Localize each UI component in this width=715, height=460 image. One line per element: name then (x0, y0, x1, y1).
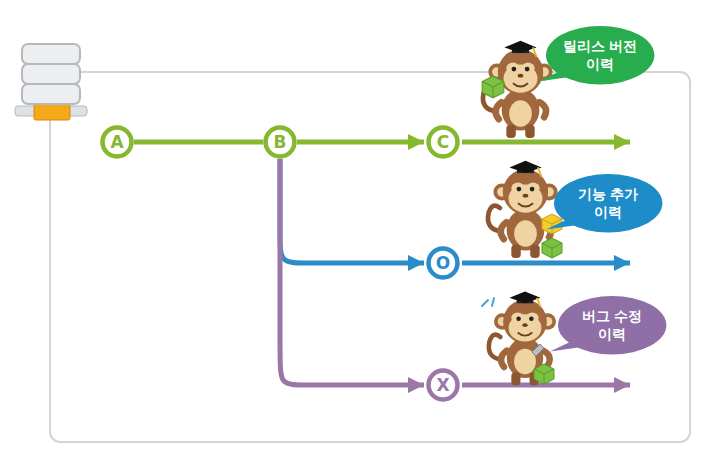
branch-connector (280, 159, 424, 385)
repository-frame (50, 72, 690, 442)
feature-monkey (488, 161, 562, 258)
commit-label: A (110, 134, 123, 151)
commit-label: B (274, 134, 287, 151)
speech-bubble: 릴리스 버전 이력 (546, 26, 654, 84)
bubble-outline (546, 26, 654, 84)
feature-branch-tail (462, 261, 630, 266)
commit-circle: O (426, 246, 460, 280)
commit-circle: C (426, 125, 460, 159)
bugfix-monkey (482, 291, 556, 385)
commit-label: X (436, 377, 449, 394)
bubble-text: 릴리스 버전 이력 (561, 37, 639, 73)
bubble-outline (558, 296, 666, 354)
branch-connector (297, 140, 424, 145)
bubble-text: 버그 수정 이력 (573, 307, 651, 343)
commit-circle: A (100, 125, 134, 159)
branch-connector (280, 159, 424, 263)
bubble-text: 기능 추가 이력 (569, 185, 647, 221)
release-monkey (482, 41, 552, 138)
speech-bubble: 기능 추가 이력 (554, 174, 662, 232)
commit-label: C (437, 134, 449, 151)
commit-circle: B (263, 125, 297, 159)
branch-connector (134, 140, 263, 145)
commit-label: O (436, 255, 450, 272)
commit-circle: X (426, 368, 460, 402)
speech-bubble: 버그 수정 이력 (558, 296, 666, 354)
server-icon (15, 44, 87, 120)
bubble-outline (554, 174, 662, 232)
release-branch-tail (462, 140, 630, 145)
